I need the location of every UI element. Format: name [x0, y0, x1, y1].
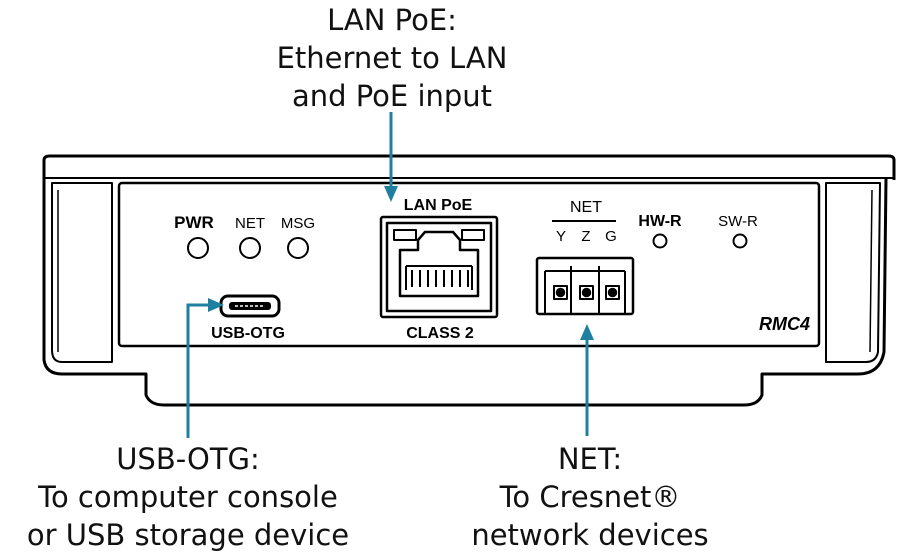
hw-reset-label: HW-R — [638, 213, 682, 230]
class-2-label: CLASS 2 — [406, 325, 474, 342]
lan-poe-callout-title: LAN PoE: — [327, 3, 457, 37]
usb-otg-arrow — [186, 298, 224, 438]
pwr-led — [187, 237, 209, 259]
usb-otg-label: USB-OTG — [211, 325, 285, 342]
pwr-led-label: PWR — [174, 213, 214, 232]
lan-poe-label: LAN PoE — [404, 197, 473, 214]
device-enclosure — [42, 154, 896, 407]
lan-poe-callout-line-2: and PoE input — [291, 79, 493, 113]
usb-otg-callout: USB-OTG: To computer console or USB stor… — [18, 440, 358, 554]
model-label: RMC4 — [759, 314, 810, 334]
sw-reset-button[interactable] — [732, 233, 748, 249]
net-callout-line-2: network devices — [471, 518, 709, 552]
net-pin-g-label: G — [605, 228, 617, 245]
msg-led — [287, 237, 309, 259]
net-led-label: NET — [235, 215, 265, 232]
usb-otg-callout-title: USB-OTG: — [116, 442, 260, 476]
usb-otg-port[interactable] — [219, 294, 281, 318]
net-arrow — [580, 324, 594, 436]
lan-poe-callout: LAN PoE: Ethernet to LAN and PoE input — [272, 1, 512, 115]
net-connector[interactable] — [535, 256, 635, 316]
lan-poe-callout-line-1: Ethernet to LAN — [276, 41, 508, 75]
net-callout-title: NET: — [557, 442, 623, 476]
lan-poe-arrow — [384, 112, 398, 202]
net-callout-line-1: To Cresnet® — [499, 480, 681, 514]
msg-led-label: MSG — [281, 215, 315, 232]
net-pin-y-label: Y — [556, 228, 566, 245]
lan-poe-port[interactable] — [379, 215, 499, 319]
sw-reset-label: SW-R — [718, 213, 758, 230]
net-pin-z-label: Z — [581, 228, 590, 245]
hw-reset-button[interactable] — [652, 233, 668, 249]
net-callout: NET: To Cresnet® network devices — [470, 440, 710, 554]
net-connector-label: NET — [570, 199, 602, 216]
usb-otg-callout-line-2: or USB storage device — [26, 518, 350, 552]
net-led — [239, 237, 261, 259]
usb-otg-callout-line-1: To computer console — [38, 480, 338, 514]
